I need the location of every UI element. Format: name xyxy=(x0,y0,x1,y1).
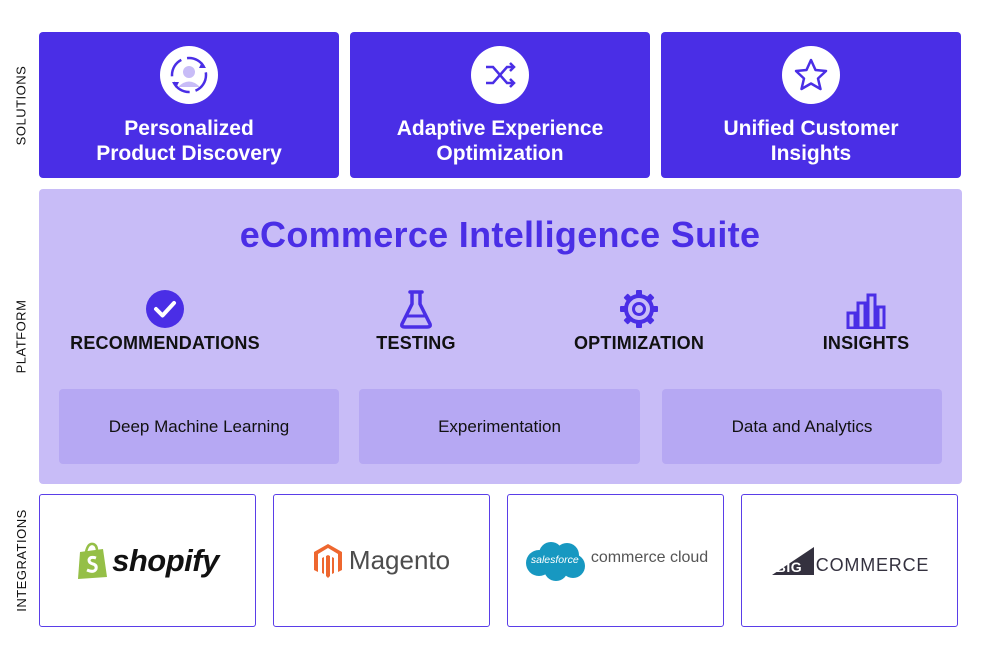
pillar-label: OPTIMIZATION xyxy=(573,333,705,353)
solution-card-adaptive-optimization: Adaptive Experience Optimization xyxy=(350,32,650,178)
bigcommerce-mark-icon: BIG xyxy=(770,545,816,577)
shopify-bag-icon xyxy=(78,542,108,579)
bigcommerce-wordmark: COMMERCE xyxy=(815,555,930,575)
magento-wordmark: Magento xyxy=(348,545,451,575)
pillar-label: INSIGHTS xyxy=(822,333,910,353)
pillar-insights: INSIGHTS xyxy=(746,287,986,354)
magento-hex-icon xyxy=(313,543,342,578)
pillar-testing: TESTING xyxy=(296,287,536,354)
solution-title: Personalized Product Discovery xyxy=(96,117,282,165)
capability-experimentation: Experimentation xyxy=(359,389,640,464)
solution-card-unified-insights: Unified Customer Insights xyxy=(661,32,961,178)
shopify-logo: shopify xyxy=(76,542,219,580)
salesforce-commerce-cloud-text: commerce cloud xyxy=(590,548,709,566)
flask-icon xyxy=(393,287,439,331)
check-circle-icon xyxy=(142,287,188,331)
pillar-optimization: OPTIMIZATION xyxy=(519,287,759,354)
star-icon xyxy=(782,46,840,104)
bigcommerce-big-text: BIG xyxy=(775,558,803,575)
integration-card-bigcommerce: BIG COMMERCE xyxy=(741,494,958,627)
shuffle-icon xyxy=(471,46,529,104)
section-label-solutions: SOLUTIONS xyxy=(13,65,29,145)
section-label-integrations: INTEGRATIONS xyxy=(13,509,29,612)
salesforce-badge-text: salesforce xyxy=(530,553,579,566)
integration-card-magento: Magento xyxy=(273,494,490,627)
platform-title: eCommerce Intelligence Suite xyxy=(239,214,761,255)
solution-title: Unified Customer Insights xyxy=(723,117,899,165)
integration-card-shopify: shopify xyxy=(39,494,256,627)
gear-icon xyxy=(616,287,662,331)
salesforce-cloud-icon: salesforce xyxy=(523,539,587,583)
capability-deep-learning: Deep Machine Learning xyxy=(59,389,339,464)
shopify-wordmark: shopify xyxy=(112,542,219,578)
salesforce-logo: salesforce commerce cloud xyxy=(523,539,708,583)
person-cycle-icon xyxy=(160,46,218,104)
bar-chart-icon xyxy=(843,287,889,331)
solution-card-personalized-discovery: Personalized Product Discovery xyxy=(39,32,339,178)
integration-card-salesforce: salesforce commerce cloud xyxy=(507,494,724,627)
bigcommerce-logo: BIG COMMERCE xyxy=(770,545,929,577)
magento-logo: Magento xyxy=(313,543,450,579)
solution-title: Adaptive Experience Optimization xyxy=(396,117,604,165)
pillar-label: RECOMMENDATIONS xyxy=(70,333,260,353)
capability-data-analytics: Data and Analytics xyxy=(662,389,942,464)
pillar-label: TESTING xyxy=(376,333,456,353)
pillar-recommendations: RECOMMENDATIONS xyxy=(45,287,285,354)
